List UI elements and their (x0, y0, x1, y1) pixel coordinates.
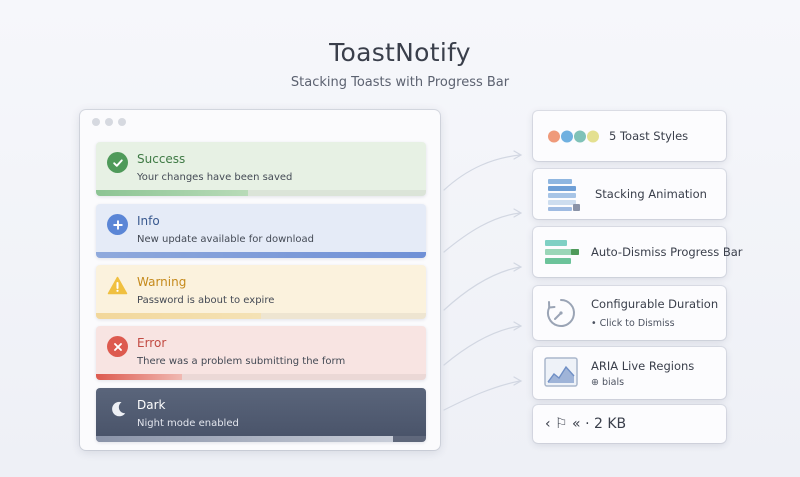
feature-sublabel: ⊕ bials (591, 377, 625, 388)
moon-icon (107, 398, 128, 419)
feature-sublabel: • Click to Dismiss (591, 318, 675, 329)
window-dot-close[interactable] (92, 118, 100, 126)
toast-progress-fill (96, 252, 426, 258)
toast-error[interactable]: Error There was a problem submitting the… (96, 326, 426, 380)
page-title: ToastNotify (329, 38, 471, 67)
toast-dark[interactable]: Dark Night mode enabled (96, 388, 426, 442)
connector-arrows (443, 150, 523, 411)
toast-title: Error (137, 336, 167, 350)
feature-card-size: ‹ ⚐ « · 2 KB (533, 405, 726, 443)
toast-progress-track (96, 436, 426, 442)
stack-icon (546, 177, 582, 217)
toast-progress-track (96, 252, 426, 258)
toast-message: Your changes have been saved (137, 172, 293, 183)
window-dot-maximize[interactable] (118, 118, 126, 126)
toast-title: Info (137, 214, 160, 228)
toast-progress-track (96, 374, 426, 380)
toast-progress-fill (96, 190, 248, 196)
toast-title: Dark (137, 398, 166, 412)
feature-label: Auto-Dismiss Progress Bar (591, 245, 743, 259)
timer-icon (544, 296, 578, 334)
feature-label: Configurable Duration (591, 297, 719, 311)
color-dots-icon (547, 129, 605, 148)
feature-label: ARIA Live Regions (591, 359, 695, 373)
plus-icon (107, 214, 128, 235)
toast-progress-fill (96, 374, 182, 380)
toast-message: Password is about to expire (137, 295, 275, 306)
toast-warning[interactable]: Warning Password is about to expire (96, 265, 426, 319)
feature-label: Stacking Animation (595, 187, 707, 201)
toast-title: Warning (137, 275, 187, 289)
feature-label: ‹ ⚐ « · 2 KB (545, 416, 627, 432)
warning-icon (107, 275, 128, 296)
feature-card-configurable-duration: Configurable Duration • Click to Dismiss (533, 286, 726, 340)
page-subtitle: Stacking Toasts with Progress Bar (290, 75, 510, 90)
toast-message: Night mode enabled (137, 418, 239, 429)
toast-progress-track (96, 190, 426, 196)
toast-progress-fill (96, 313, 261, 319)
toast-title: Success (137, 152, 186, 166)
window-dot-minimize[interactable] (105, 118, 113, 126)
toast-success[interactable]: Success Your changes have been saved (96, 142, 426, 196)
x-icon (107, 336, 128, 357)
toast-info[interactable]: Info New update available for download (96, 204, 426, 258)
feature-label: 5 Toast Styles (609, 129, 689, 143)
check-icon (107, 152, 128, 173)
toast-message: There was a problem submitting the form (137, 356, 346, 367)
toast-progress-track (96, 313, 426, 319)
window-controls (92, 118, 126, 126)
demo-window: Success Your changes have been saved Inf… (80, 110, 440, 450)
toast-message: New update available for download (137, 234, 315, 245)
feature-card-stacking-animation: Stacking Animation (533, 169, 726, 219)
feature-card-auto-dismiss: Auto-Dismiss Progress Bar (533, 227, 743, 277)
progress-bars-icon (544, 239, 580, 271)
chart-frame-icon (544, 357, 578, 391)
feature-card-toast-styles: 5 Toast Styles (533, 111, 726, 161)
toast-progress-fill (96, 436, 393, 442)
feature-card-aria-live: ARIA Live Regions ⊕ bials (533, 347, 726, 399)
